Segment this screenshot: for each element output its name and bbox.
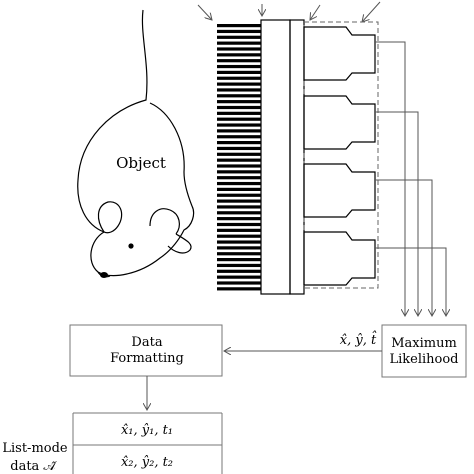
collimator-stripe <box>217 187 261 191</box>
collimator-stripe <box>217 222 261 227</box>
list-row-2: x̂₂, ŷ₂, t₂ <box>121 455 173 470</box>
collimator-stripe <box>217 94 261 98</box>
data-formatting-box <box>69 324 223 377</box>
collimator-stripe <box>217 199 261 203</box>
maximum-likelihood-box <box>381 324 467 378</box>
data-formatting-line1: Data <box>131 335 162 350</box>
collimator-stripe <box>217 152 261 156</box>
estimates-label: x̂, ŷ, t̂ <box>340 330 378 348</box>
collimator-stripe <box>217 228 261 232</box>
collimator-stripe <box>217 141 261 145</box>
incoming-arrows <box>197 1 381 22</box>
collimator-stripe <box>217 129 261 133</box>
collimator-stripe <box>217 287 261 291</box>
collimator-stripe <box>217 47 261 51</box>
detector-slabs <box>260 19 305 295</box>
list-mode-label-line2: data 𝒜̂ <box>10 459 57 474</box>
collimator <box>217 24 261 291</box>
pmt-tube <box>303 95 376 150</box>
list-mode-label-line1: List-mode <box>2 441 68 456</box>
collimator-stripe <box>217 64 261 69</box>
collimator-stripe <box>217 123 261 127</box>
collimator-stripe <box>217 258 261 262</box>
collimator-stripe <box>217 41 261 45</box>
collimator-stripe <box>217 176 261 180</box>
collimator-stripe <box>217 135 261 139</box>
collimator-stripe <box>217 29 261 34</box>
collimator-stripe <box>217 246 261 250</box>
ml-label-line1: Maximum <box>391 336 457 351</box>
signal-wires <box>375 41 446 316</box>
collimator-stripe <box>217 35 261 39</box>
collimator-stripe <box>217 53 261 57</box>
collimator-stripe <box>217 111 261 115</box>
collimator-stripe <box>217 100 261 104</box>
object-label: Object <box>116 154 166 172</box>
collimator-stripe <box>217 82 261 86</box>
list-row-1: x̂₁, ŷ₁, t₁ <box>121 423 173 438</box>
collimator-stripe <box>217 117 261 121</box>
collimator-stripe <box>217 70 261 74</box>
pmt-enclosure <box>303 21 379 289</box>
pmt-tube <box>303 163 376 218</box>
collimator-stripe <box>217 76 261 80</box>
photomultiplier-tubes <box>303 26 376 286</box>
pmt-tube <box>303 231 376 286</box>
collimator-stripe <box>217 281 261 285</box>
collimator-stripe <box>217 164 261 168</box>
collimator-stripe <box>217 59 261 63</box>
collimator-stripe <box>217 211 261 215</box>
collimator-stripe <box>217 170 261 174</box>
collimator-stripe <box>217 240 261 244</box>
collimator-stripe <box>217 105 261 110</box>
collimator-stripe <box>217 181 261 186</box>
collimator-stripe <box>217 252 261 256</box>
collimator-stripe <box>217 193 261 197</box>
data-formatting-line2: Formatting <box>110 351 184 366</box>
collimator-stripe <box>217 217 261 221</box>
list-mode-table <box>72 412 223 474</box>
collimator-stripe <box>217 234 261 238</box>
collimator-stripe <box>217 24 261 28</box>
collimator-stripe <box>217 158 261 162</box>
collimator-stripe <box>217 275 261 279</box>
collimator-stripe <box>217 205 261 209</box>
collimator-stripe <box>217 269 261 273</box>
ml-label-line2: Likelihood <box>389 352 458 367</box>
collimator-stripe <box>217 88 261 92</box>
pmt-tube <box>303 26 376 81</box>
collimator-stripe <box>217 146 261 151</box>
mouse-object <box>77 9 195 278</box>
collimator-stripe <box>217 263 261 268</box>
